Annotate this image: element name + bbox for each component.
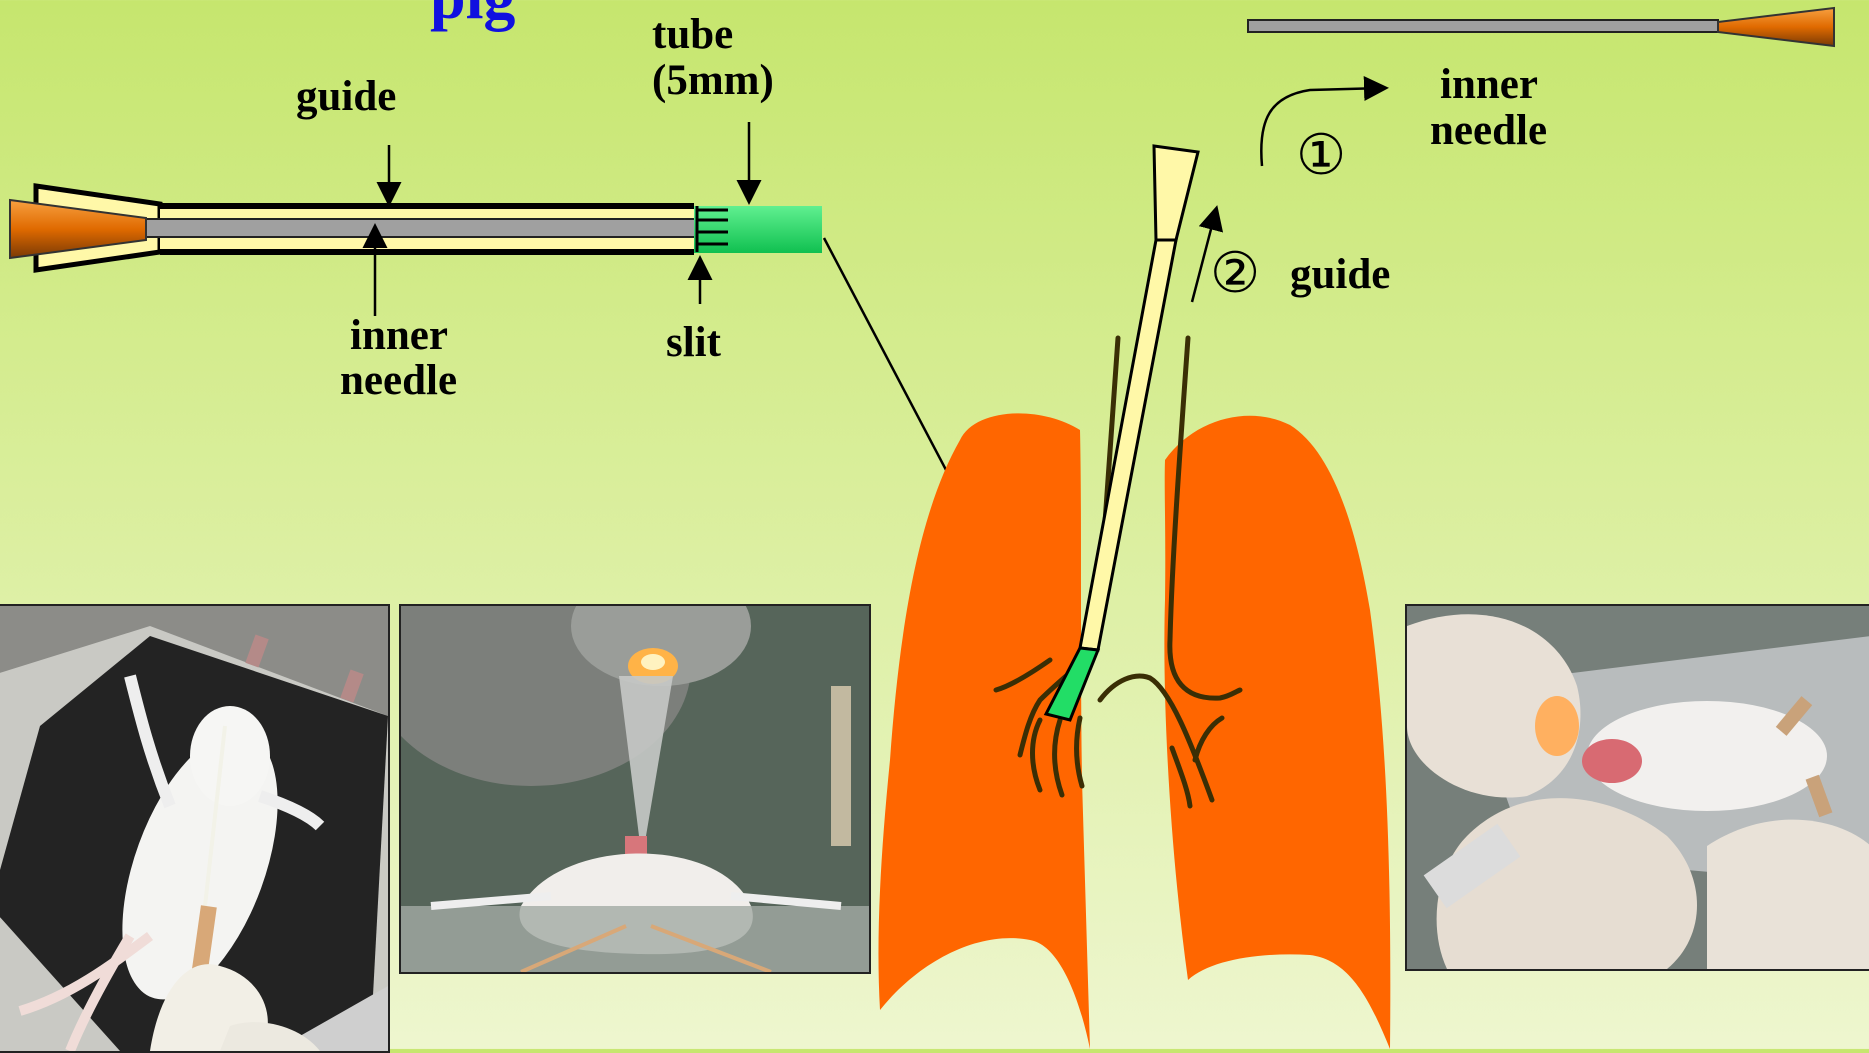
label-inner-needle-line2: needle xyxy=(340,358,457,404)
photo-intubation-hands xyxy=(1405,604,1869,971)
photo-mouse-on-board xyxy=(0,604,390,1053)
label-slit: slit xyxy=(666,320,721,366)
inner-needle-standalone xyxy=(1248,8,1834,46)
assembled-device xyxy=(10,186,822,270)
right-lung xyxy=(1164,416,1390,1049)
label-inner-needle-line1: inner xyxy=(350,313,448,359)
label-guide-right: guide xyxy=(1290,252,1390,298)
label-step2: ② xyxy=(1210,244,1260,304)
label-tube-line1: tube xyxy=(652,12,733,58)
label-step1: ① xyxy=(1296,126,1346,186)
photo-intubation-light xyxy=(399,604,871,974)
label-guide-top: guide xyxy=(296,74,396,120)
label-inner-needle-right-line1: inner xyxy=(1440,62,1538,108)
label-inner-needle-right-line2: needle xyxy=(1430,108,1547,154)
label-tube-line2: (5mm) xyxy=(652,58,774,104)
lungs xyxy=(878,413,1390,1049)
